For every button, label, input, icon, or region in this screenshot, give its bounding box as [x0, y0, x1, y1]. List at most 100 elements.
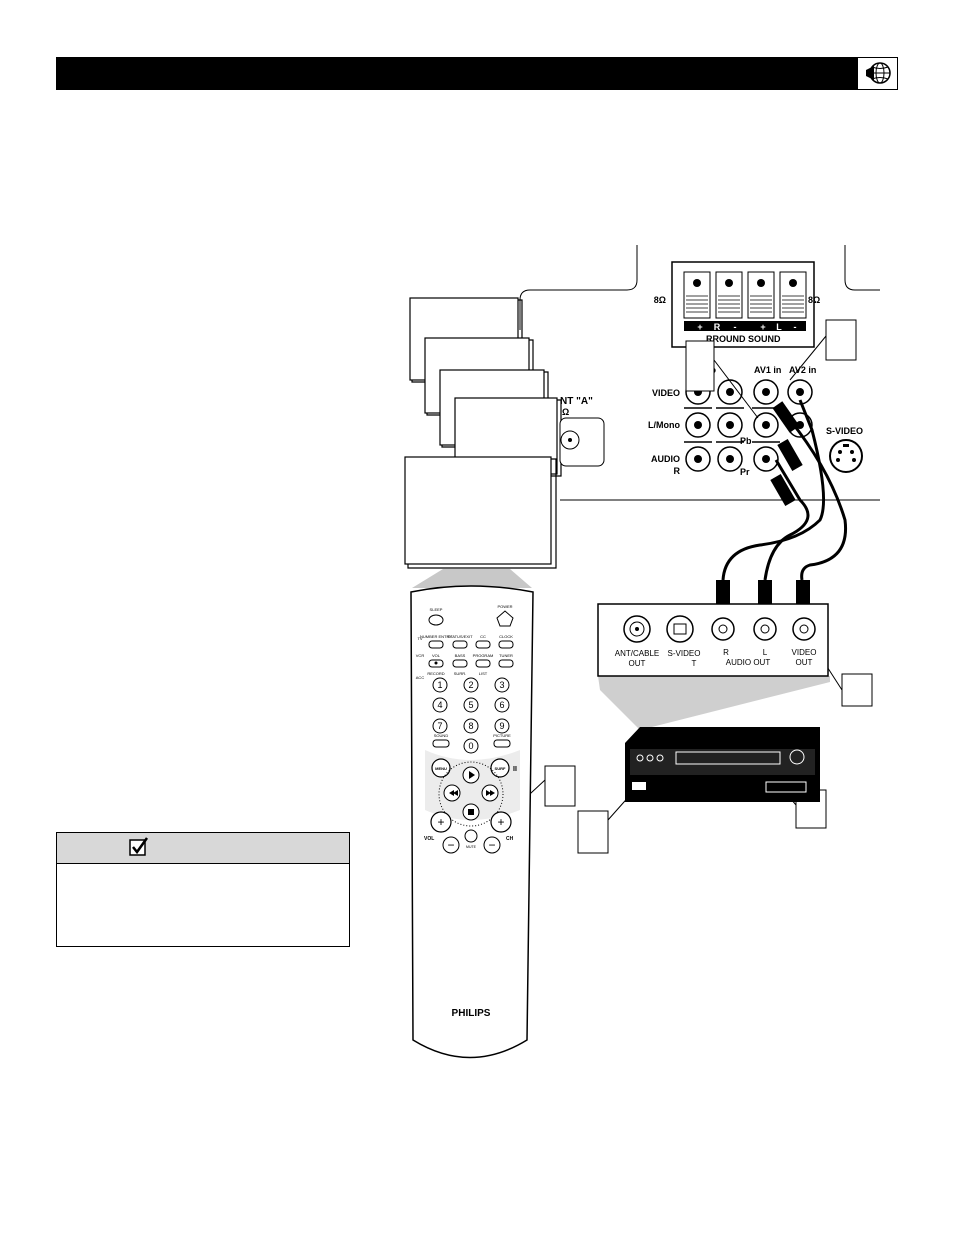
tv-antenna-label: NT "A"	[560, 396, 593, 407]
stacked-screens	[404, 297, 562, 569]
remote-surf-label: SURF	[495, 766, 506, 771]
remote-digit-4: 4	[437, 700, 442, 710]
vcr-l-label: L	[763, 648, 768, 657]
remote-power-label: POWER	[497, 604, 512, 609]
remote-menu-button[interactable]	[431, 758, 451, 778]
pb-label: Pb	[740, 436, 752, 446]
remote-vol-down-button[interactable]	[442, 836, 460, 854]
remote-sleep-button[interactable]	[428, 614, 444, 626]
remote-digit-4-button[interactable]	[432, 697, 448, 713]
remote-ch-up-button[interactable]	[490, 811, 512, 833]
vcr-r-label: R	[723, 648, 729, 657]
remote-picture-button[interactable]	[493, 739, 511, 748]
polarity-3: +	[760, 322, 765, 332]
remote-tuner-button[interactable]	[498, 659, 514, 668]
remote-sound-button[interactable]	[432, 739, 450, 748]
polarity-2: -	[734, 322, 737, 332]
remote-digit-2: 2	[468, 680, 473, 690]
remote-list-button[interactable]	[475, 659, 491, 668]
remote-cc-button[interactable]	[475, 640, 491, 649]
vcr-video-label: VIDEO	[792, 648, 817, 657]
av-cables	[721, 399, 848, 581]
pause-icon: II	[513, 766, 517, 773]
helpful-hint-header	[57, 833, 349, 864]
surround-sound-label: RROUND SOUND	[706, 334, 781, 344]
remote-control: SLEEP POWER NUMBER ENTRY STATUS/EXIT CC …	[410, 569, 534, 1059]
remote-clock-button[interactable]	[498, 640, 514, 649]
remote-digit-9-button[interactable]	[494, 718, 510, 734]
remote-surf-button[interactable]	[490, 758, 510, 778]
tv-av-jacks: Mo AV1 in AV2 in VIDEO L/Mono AUDIO R Pb…	[648, 365, 863, 477]
remote-list-label: LIST	[479, 671, 488, 676]
stop-icon	[468, 809, 474, 815]
pr-label: Pr	[740, 467, 750, 477]
remote-digit-5-button[interactable]	[463, 697, 479, 713]
remote-digit-5: 5	[468, 700, 473, 710]
remote-digit-1: 1	[437, 680, 442, 690]
header-bar	[56, 57, 898, 90]
remote-digit-8-button[interactable]	[463, 718, 479, 734]
remote-sound-label: SOUND	[434, 733, 449, 738]
polarity-5: -	[794, 322, 797, 332]
remote-picture-label: PICTURE	[493, 733, 511, 738]
minus-icon: −	[488, 838, 495, 852]
remote-record-label: RECORD	[427, 671, 444, 676]
remote-power-button[interactable]	[496, 610, 514, 627]
remote-vol-up-button[interactable]	[430, 811, 452, 833]
remote-clock-label: CLOCK	[499, 634, 513, 639]
remote-digit-7-button[interactable]	[432, 718, 448, 734]
remote-ch-label: CH	[506, 836, 514, 842]
remote-digit-9: 9	[499, 721, 504, 731]
surround-sound-terminals: 8Ω 8Ω + R - + L - RROUND SOUND	[654, 261, 820, 348]
remote-bass-label: BASS	[455, 653, 466, 658]
remote-ch-down-button[interactable]	[483, 836, 501, 854]
remote-cc-label: CC	[480, 634, 486, 639]
svideo-label: S-VIDEO	[826, 426, 863, 436]
remote-digit-1-button[interactable]	[432, 677, 448, 693]
remote-program-label: PROGRAM	[473, 653, 494, 658]
remote-vol-label: VOL	[424, 836, 434, 842]
remote-vol-small-label: VOL	[432, 653, 441, 658]
vcr-svideo-sub: T	[692, 659, 697, 668]
remote-digit-3: 3	[499, 680, 504, 690]
remote-digit-3-button[interactable]	[494, 677, 510, 693]
remote-digit-2-button[interactable]	[463, 677, 479, 693]
vcr-front	[625, 727, 820, 802]
minus-icon: −	[447, 838, 454, 852]
remote-digit-6-button[interactable]	[494, 697, 510, 713]
polarity-1: R	[714, 322, 721, 332]
av1-label: AV1 in	[754, 365, 781, 375]
polarity-4: L	[776, 322, 782, 332]
video-label: VIDEO	[652, 388, 680, 398]
remote-digit-0: 0	[468, 741, 473, 751]
vcr-audio-out-label: AUDIO OUT	[726, 658, 771, 667]
remote-brand-logo: PHILIPS	[452, 1008, 491, 1019]
vcr-back-panel: ANT/CABLE OUT S-VIDEO T R L AUDIO OUT VI…	[597, 603, 830, 730]
polarity-0: +	[697, 322, 702, 332]
checkmark-icon	[129, 837, 149, 856]
rewind-icon	[449, 790, 458, 796]
tv-antenna-jack: NT "A" Ω	[559, 396, 605, 467]
globe-icon	[866, 62, 891, 84]
remote-digit-8: 8	[468, 721, 473, 731]
remote-menu-label: MENU	[435, 766, 447, 771]
remote-sleep-label: SLEEP	[430, 607, 443, 612]
remote-status-exit-button[interactable]	[452, 640, 468, 649]
remote-digit-0-button[interactable]	[463, 738, 479, 754]
remote-number-entry-button[interactable]	[428, 640, 444, 649]
remote-vcr-label: VCR	[416, 653, 425, 658]
vcr-ant-label: ANT/CABLE	[615, 649, 659, 658]
plus-icon: +	[437, 815, 444, 829]
remote-tuner-label: TUNER	[499, 653, 513, 658]
remote-mute-button[interactable]	[464, 829, 478, 843]
remote-mute-label: MUTE	[466, 845, 477, 849]
remote-surround-button[interactable]	[452, 659, 468, 668]
impedance-left: 8Ω	[654, 295, 666, 305]
remote-acc-label: ACC	[416, 675, 425, 680]
tv-antenna-ohm: Ω	[562, 407, 569, 417]
av2-label: AV2 in	[789, 365, 816, 375]
plus-icon: +	[497, 815, 504, 829]
impedance-right: 8Ω	[808, 295, 820, 305]
remote-surround-label: SURR.	[454, 671, 466, 676]
